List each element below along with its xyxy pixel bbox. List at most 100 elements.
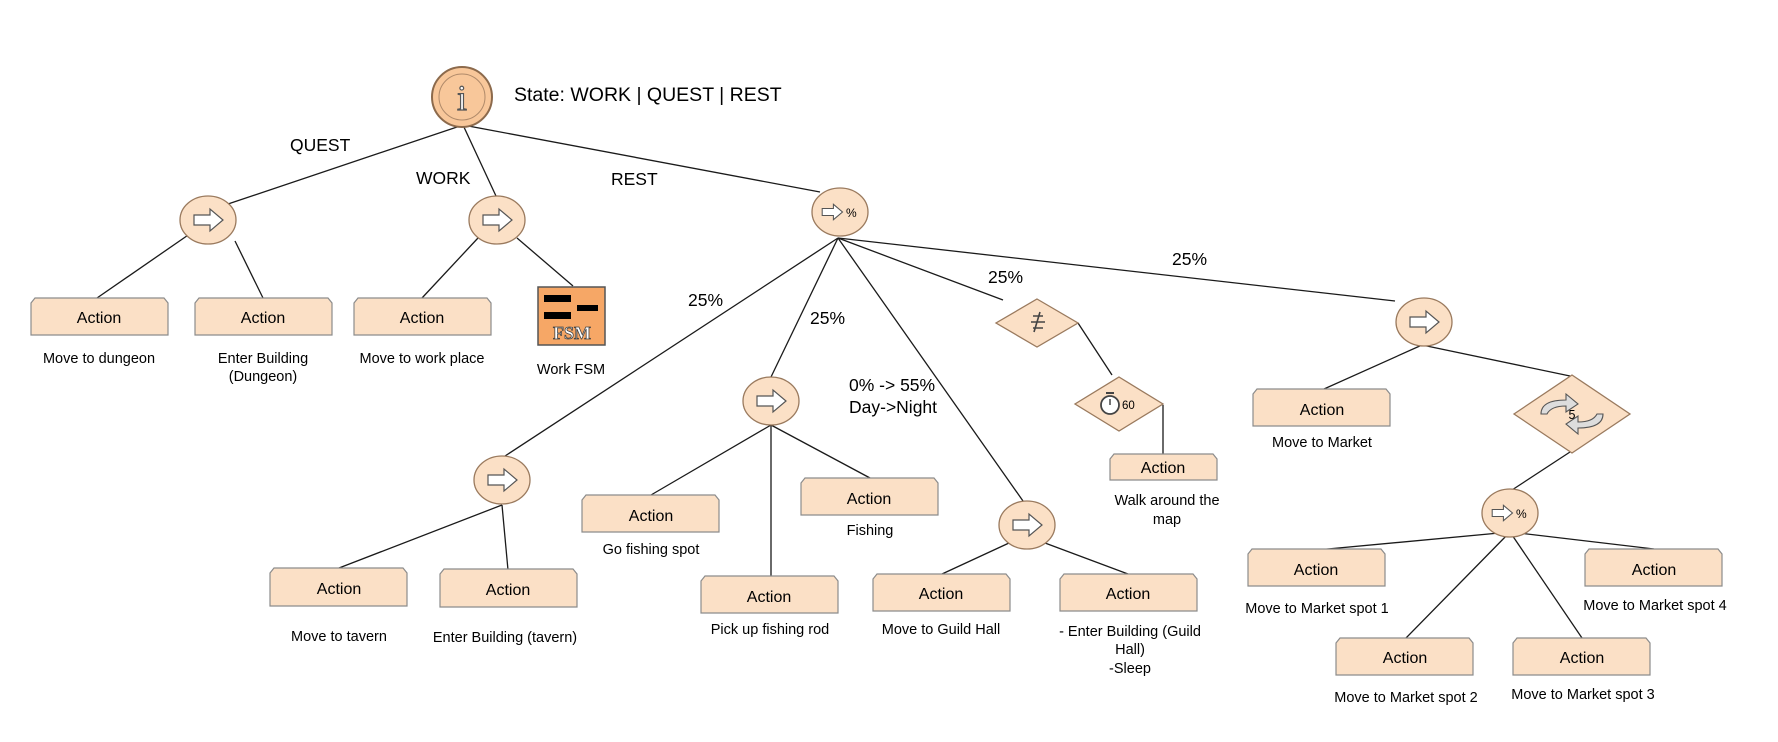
edge-work-fsm (516, 237, 574, 287)
edge-root-rest (462, 124, 821, 193)
edge-tavern-move (338, 504, 503, 569)
action-move-tavern[interactable]: Action (269, 567, 408, 607)
edge-quest-enter-dungeon (234, 240, 264, 299)
inverter-node[interactable] (994, 298, 1080, 348)
repeat-icon (1540, 392, 1604, 436)
action-walk-map[interactable]: Action (1109, 453, 1218, 481)
action-label: Action (1106, 586, 1150, 603)
edge-label-prob-fishing: 25% (810, 308, 845, 328)
action-label: Action (1560, 650, 1604, 667)
action-move-guild[interactable]: Action (872, 573, 1011, 612)
sequence-node-fishing[interactable] (742, 376, 800, 426)
caption-market-spot-1: Move to Market spot 1 (1245, 601, 1388, 617)
action-market-spot-1[interactable]: Action (1247, 548, 1386, 587)
edge-rest-walk (837, 237, 1004, 301)
timer-node[interactable]: 60 (1073, 376, 1165, 432)
sequence-node-work[interactable] (468, 195, 526, 245)
action-go-fishing[interactable]: Action (581, 494, 720, 533)
action-market-spot-3[interactable]: Action (1512, 637, 1651, 676)
action-label: Action (1141, 460, 1185, 477)
edge-rest-market (837, 237, 1396, 302)
random-symbol: % (846, 206, 857, 220)
action-label: Action (77, 310, 121, 327)
action-label: Action (1300, 402, 1344, 419)
caption-market-spot-4: Move to Market spot 4 (1583, 598, 1726, 614)
action-market-spot-4[interactable]: Action (1584, 548, 1723, 587)
edge-market-move (1323, 344, 1423, 390)
random-selector-market-spots[interactable]: % (1481, 488, 1539, 538)
action-enter-guild[interactable]: Action (1059, 573, 1198, 612)
sequence-node-quest[interactable] (179, 195, 237, 245)
caption-market-spot-3: Move to Market spot 3 (1511, 687, 1654, 703)
edge-label-prob-tavern: 25% (688, 290, 723, 310)
caption-move-work: Move to work place (360, 351, 485, 367)
action-enter-tavern[interactable]: Action (439, 568, 578, 608)
caption-enter-guild-line2: Hall) (1115, 642, 1145, 658)
edge-tavern-enter (501, 504, 509, 571)
caption-enter-dungeon-line1: Enter Building (218, 351, 308, 367)
action-move-dungeon[interactable]: Action (30, 297, 169, 336)
action-label: Action (747, 589, 791, 606)
action-label: Action (1383, 650, 1427, 667)
caption-enter-dungeon-line2: (Dungeon) (229, 369, 298, 385)
edge-label-prob-market: 25% (1172, 249, 1207, 269)
caption-market-spot-2: Move to Market spot 2 (1334, 690, 1477, 706)
fsm-icon (544, 295, 598, 319)
action-label: Action (847, 491, 891, 508)
sequence-node-market[interactable] (1395, 297, 1453, 347)
edge-label-prob-walk: 25% (988, 267, 1023, 287)
action-fishing[interactable]: Action (800, 477, 939, 516)
edge-random-spot1 (1316, 531, 1511, 551)
sequence-node-guild[interactable] (998, 500, 1056, 550)
work-fsm-node[interactable]: FSM (537, 286, 606, 346)
random-symbol: % (1516, 507, 1527, 521)
edge-random-spot2 (1405, 531, 1511, 639)
action-move-market[interactable]: Action (1252, 388, 1391, 427)
caption-enter-guild-line1: - Enter Building (Guild (1059, 624, 1201, 640)
edge-work-move-work (421, 237, 479, 299)
caption-pick-rod: Pick up fishing rod (711, 622, 829, 638)
edge-guild-enter (1044, 542, 1129, 575)
random-selector-rest[interactable]: % (811, 187, 869, 237)
action-label: Action (486, 582, 530, 599)
info-icon: i (457, 78, 467, 118)
captions: Move to dungeon Enter Building (Dungeon)… (43, 351, 1727, 706)
edges (96, 124, 1655, 639)
repeat-count: 5 (1569, 408, 1576, 422)
sequence-node-tavern[interactable] (473, 455, 531, 505)
stopwatch-icon (1100, 392, 1120, 415)
action-label: Action (919, 586, 963, 603)
action-move-work[interactable]: Action (353, 297, 492, 336)
edge-fishing-go (650, 424, 772, 496)
caption-move-tavern: Move to tavern (291, 629, 387, 645)
caption-enter-tavern: Enter Building (tavern) (433, 630, 577, 646)
repeat-node[interactable]: 5 (1512, 374, 1632, 454)
action-pick-rod[interactable]: Action (700, 575, 839, 614)
action-label: Action (1294, 562, 1338, 579)
action-label: Action (1632, 562, 1676, 579)
edge-rest-fishing (770, 237, 839, 378)
edge-rest-guild (837, 237, 1024, 502)
action-enter-dungeon[interactable]: Action (194, 297, 333, 336)
fsm-label: FSM (553, 323, 591, 343)
edge-label-quest: QUEST (290, 135, 351, 155)
edge-label-rest: REST (611, 169, 658, 189)
caption-go-fishing: Go fishing spot (603, 542, 700, 558)
caption-move-dungeon: Move to dungeon (43, 351, 155, 367)
edge-repeat-random (1511, 451, 1571, 491)
edge-quest-move-dungeon (96, 230, 195, 299)
edge-label-guild-line1: 0% -> 55% (849, 375, 935, 395)
root-node[interactable]: i (431, 66, 493, 128)
action-label: Action (400, 310, 444, 327)
edge-rest-tavern (504, 237, 839, 457)
edge-fishing-fish (770, 424, 871, 479)
action-market-spot-2[interactable]: Action (1335, 637, 1474, 676)
edge-market-repeat (1421, 344, 1571, 377)
action-label: Action (317, 581, 361, 598)
random-selector-icon (821, 203, 844, 221)
caption-work-fsm: Work FSM (537, 362, 605, 378)
caption-move-market: Move to Market (1272, 435, 1372, 451)
random-selector-icon (1491, 504, 1514, 522)
caption-enter-guild-line3: -Sleep (1109, 661, 1151, 677)
